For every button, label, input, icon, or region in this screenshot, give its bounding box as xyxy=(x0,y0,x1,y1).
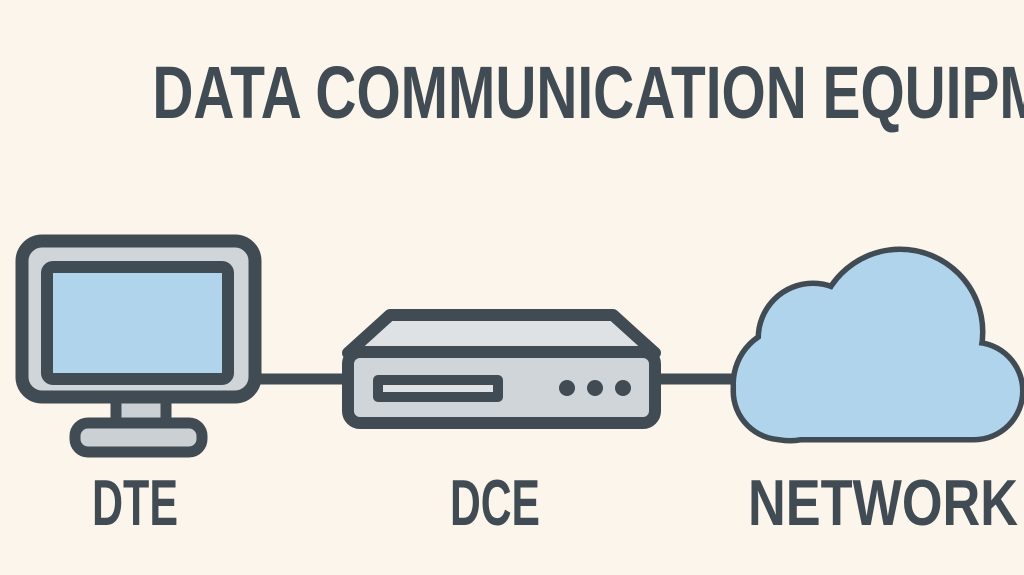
page-title: DATA COMMUNICATION EQUIPMENT xyxy=(0,56,1024,130)
label-network-text: NETWORK xyxy=(748,466,1018,539)
label-dce: DCE xyxy=(426,470,563,535)
modem-led-dots xyxy=(559,380,631,396)
label-dte: DTE xyxy=(70,470,200,535)
label-network: NETWORK xyxy=(715,470,1024,535)
monitor-stand-base xyxy=(69,417,208,458)
modem-led-dot xyxy=(559,380,575,396)
desktop-monitor-icon xyxy=(15,234,262,458)
modem-icon xyxy=(342,309,661,429)
label-dce-text: DCE xyxy=(450,466,540,539)
monitor-screen xyxy=(41,261,234,385)
cloud-icon xyxy=(730,246,1024,444)
modem-slot xyxy=(373,375,503,402)
label-dte-text: DTE xyxy=(92,466,178,539)
cloud-body xyxy=(736,252,1020,438)
modem-led-dot xyxy=(587,380,603,396)
modem-led-dot xyxy=(615,380,631,396)
page-title-text: DATA COMMUNICATION EQUIPMENT xyxy=(152,51,1024,134)
